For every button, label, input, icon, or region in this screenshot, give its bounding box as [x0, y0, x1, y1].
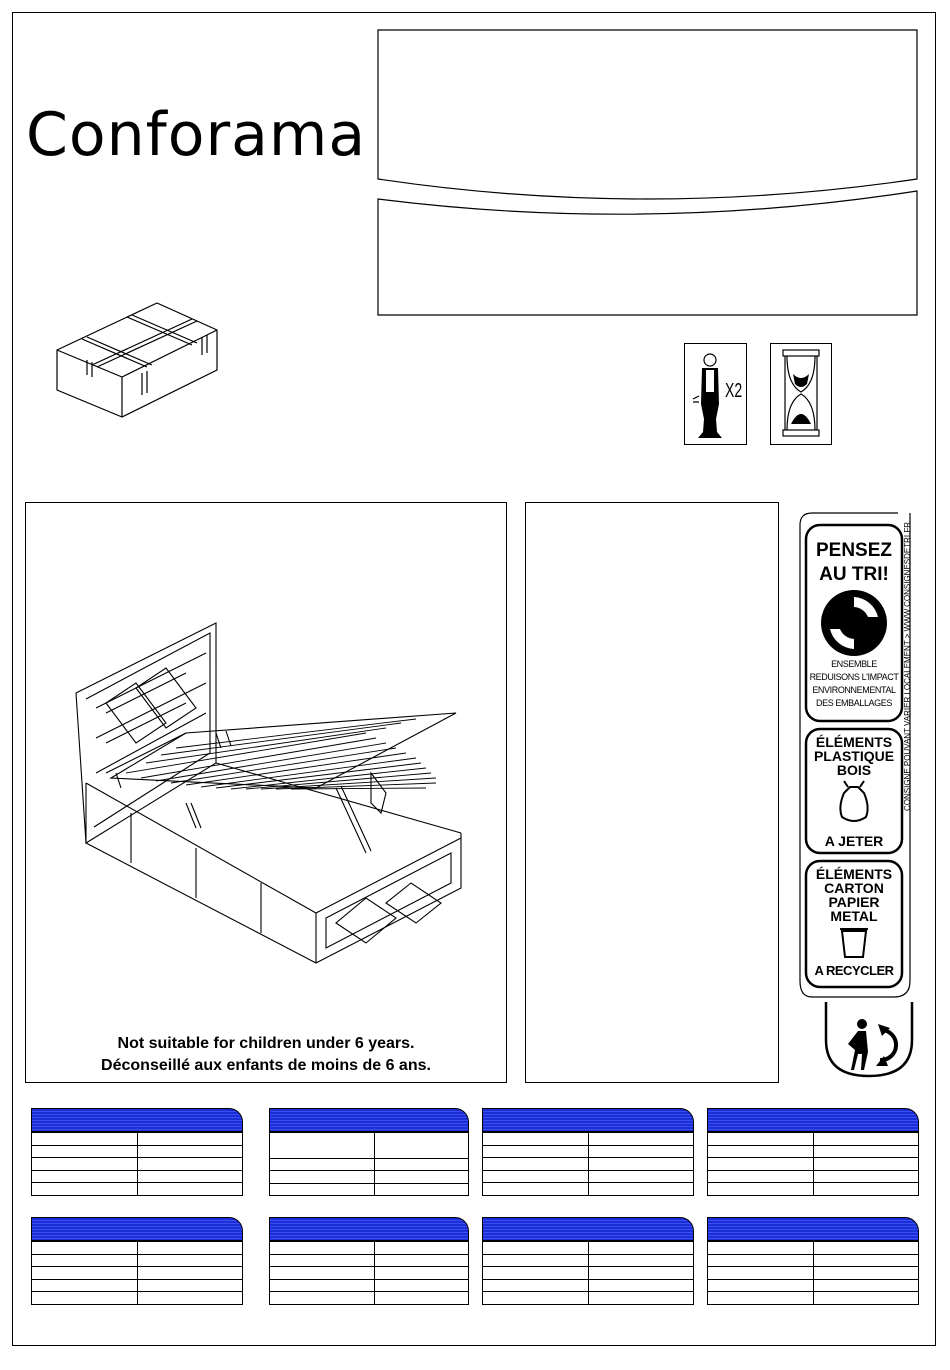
child-warning-en: Not suitable for children under 6 years. — [117, 1035, 415, 1052]
green-text-3: ENVIRONNEMENTAL — [812, 685, 896, 695]
spec-table-7 — [482, 1217, 694, 1307]
table-header — [482, 1108, 694, 1132]
triman-logo-icon — [824, 1002, 914, 1078]
person-count-label: X2 — [725, 380, 743, 402]
child-warning-fr: Déconseillé aux enfants de moins de 6 an… — [101, 1057, 431, 1074]
package-box-icon — [56, 302, 218, 418]
green-text-4: DES EMBALLAGES — [816, 698, 892, 708]
green-text-2: REDUISONS L'IMPACT — [809, 672, 899, 682]
table-header — [482, 1217, 694, 1241]
recycling-header-line1: PENSEZ — [815, 540, 893, 561]
product-illustration-panel: Not suitable for children under 6 years.… — [25, 502, 507, 1083]
ottoman-bed-illustration — [75, 622, 462, 964]
page-frame — [12, 12, 936, 1346]
recycling-header-line2: AU TRI! — [819, 564, 889, 585]
spec-table-4 — [707, 1108, 919, 1198]
spec-table-6 — [268, 1217, 469, 1307]
spec-table-2 — [268, 1108, 469, 1198]
table-header — [269, 1217, 469, 1241]
table-header — [707, 1217, 919, 1241]
green-text-1: ENSEMBLE — [831, 659, 877, 669]
side-info-panel — [525, 502, 779, 1083]
table-header — [31, 1217, 243, 1241]
title-panels — [377, 29, 918, 316]
carton-line1: ÉLÉMENTS — [815, 866, 893, 882]
spec-table-8 — [707, 1217, 919, 1307]
carton-action: A RECYCLER — [814, 963, 894, 978]
carton-line2: CARTON — [824, 880, 884, 896]
two-person-assembly-icon: X2 — [684, 343, 747, 445]
plastic-action: A JETER — [824, 833, 884, 849]
table-header — [31, 1108, 243, 1132]
spec-table-1 — [31, 1108, 243, 1198]
plastic-line2: PLASTIQUE — [813, 748, 895, 764]
plastic-line1: ÉLÉMENTS — [815, 734, 893, 750]
spec-table-3 — [482, 1108, 694, 1198]
carton-line3: PAPIER — [828, 894, 880, 910]
carton-line4: METAL — [830, 908, 878, 924]
spec-table-5 — [31, 1217, 243, 1307]
plastic-line3: BOIS — [836, 762, 872, 778]
recycling-outline — [799, 512, 911, 998]
table-header — [269, 1108, 469, 1132]
table-header — [707, 1108, 919, 1132]
recycling-side-note: CONSIGNE POUVANT VARIER LOCALEMENT > WWW… — [903, 522, 912, 811]
recycling-info: PENSEZ AU TRI! ENSEMBLE REDUISONS L'IMPA… — [798, 511, 914, 999]
conforama-logo: Conforama — [26, 100, 367, 170]
hourglass-icon — [770, 343, 832, 445]
